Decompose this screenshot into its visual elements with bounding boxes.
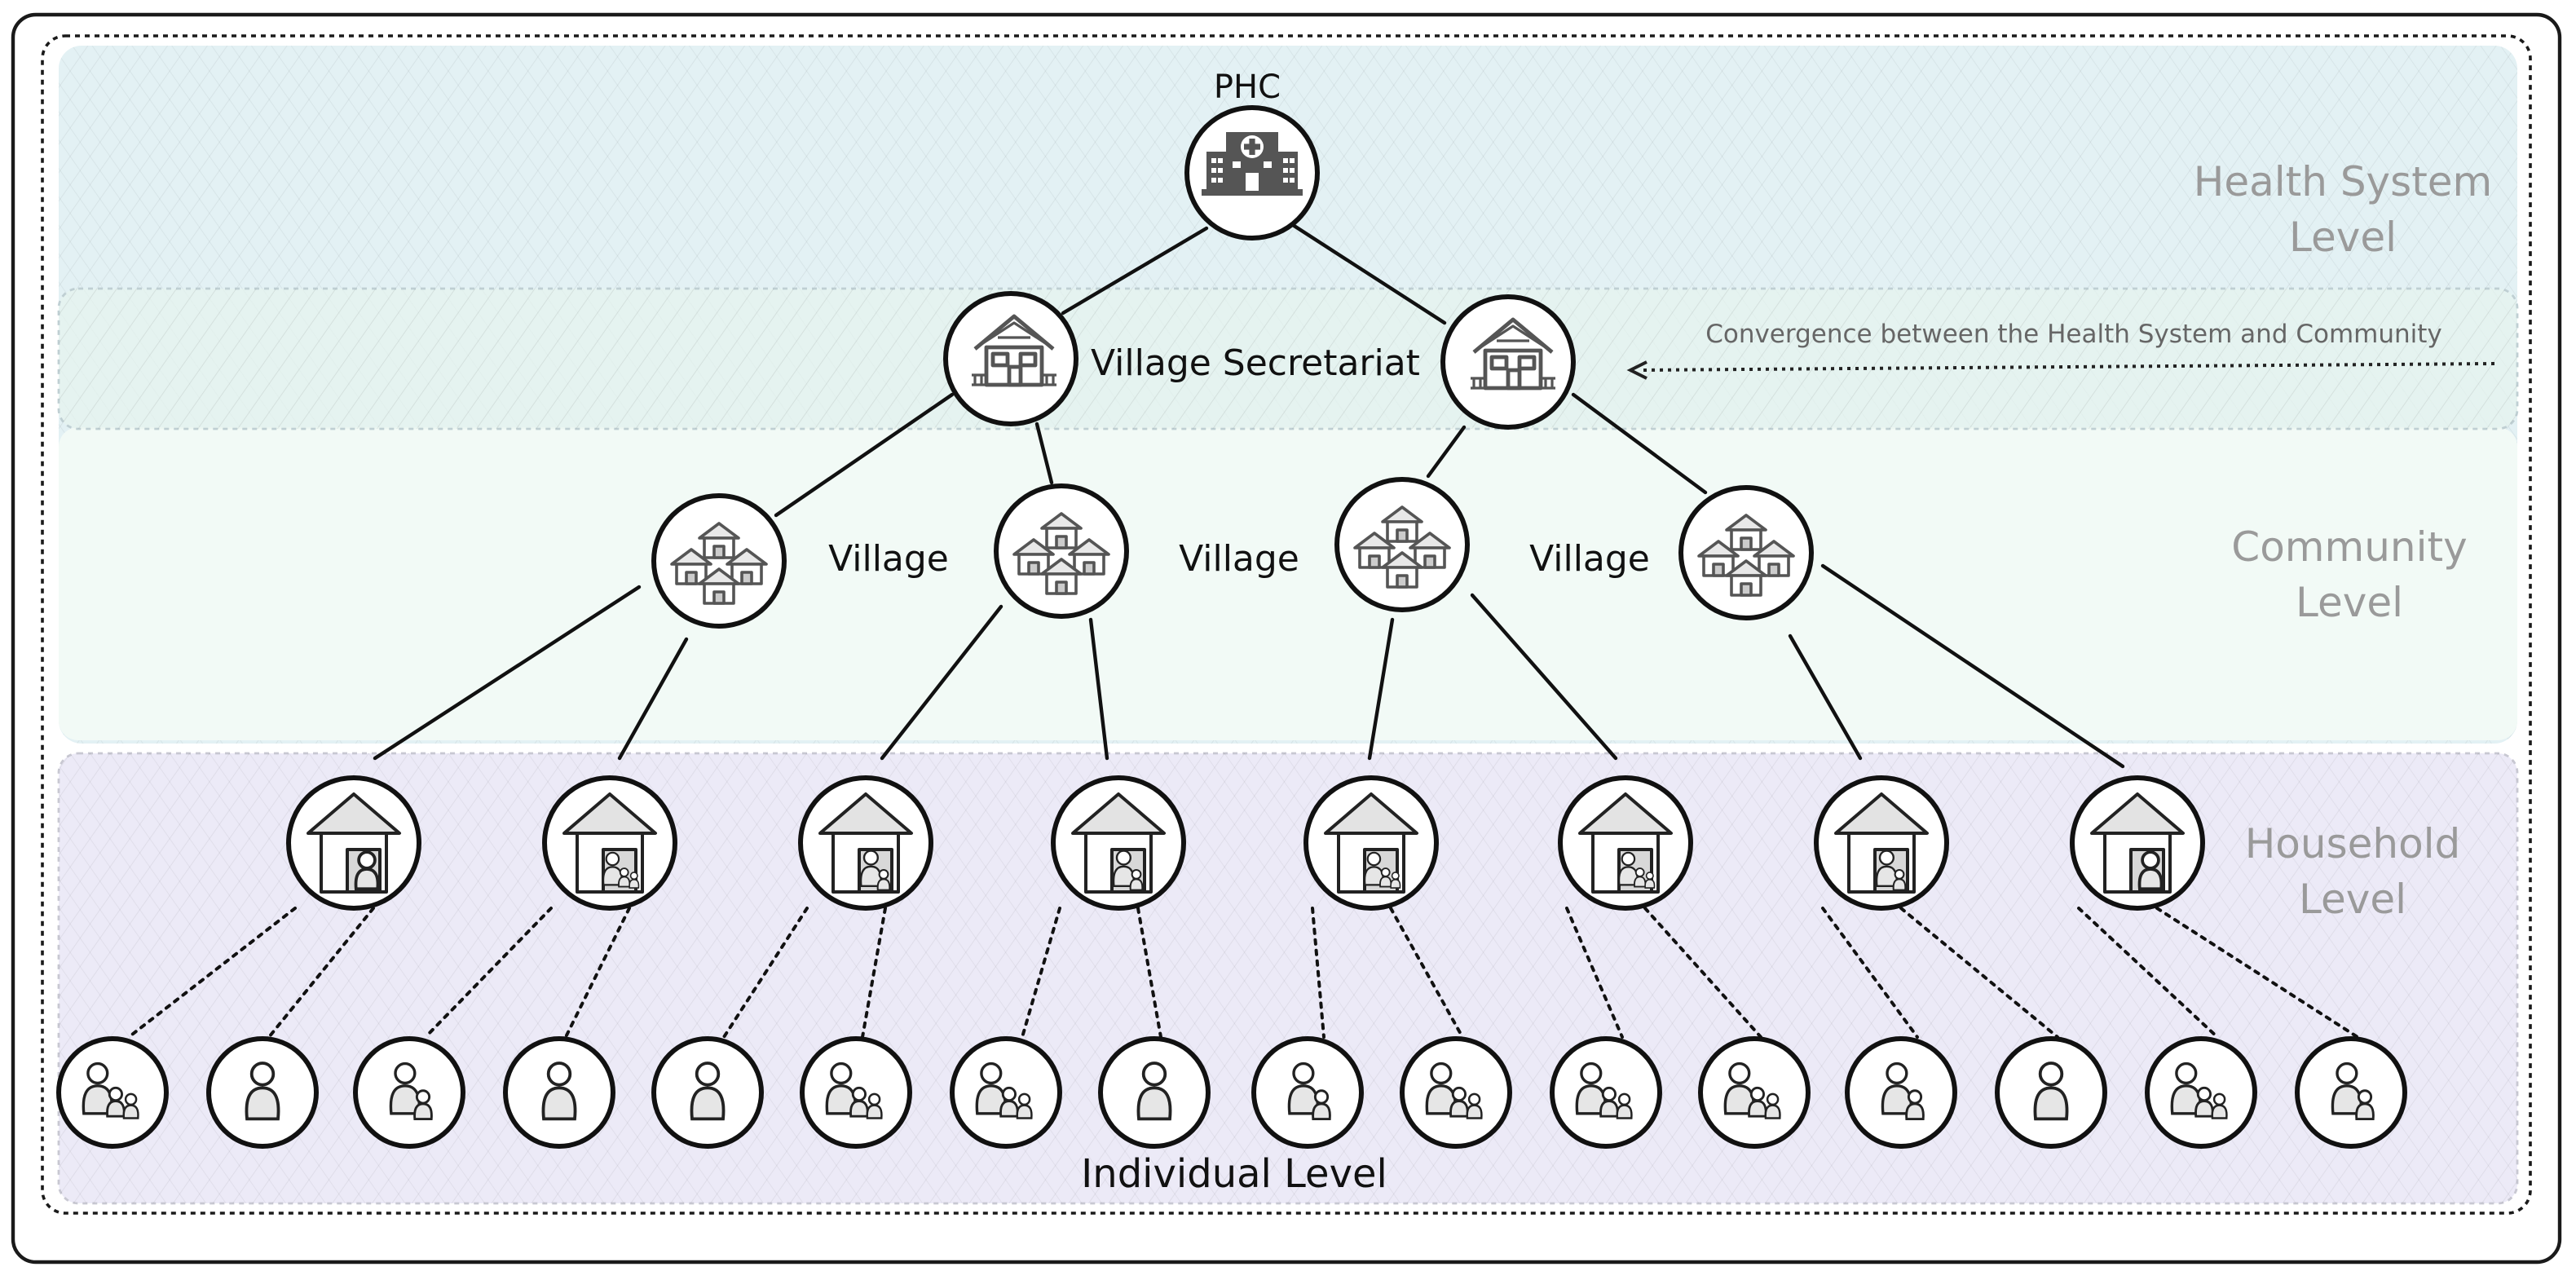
household-node bbox=[286, 775, 421, 911]
community-band bbox=[59, 427, 2517, 740]
phc-node: PHC bbox=[1184, 68, 1320, 241]
individual-node bbox=[503, 1036, 615, 1149]
village-label-1: Village bbox=[828, 538, 949, 580]
individual-nodes bbox=[56, 1036, 2407, 1149]
community-level-label: Community Level bbox=[2231, 523, 2467, 626]
level-label-line2: Level bbox=[2296, 579, 2403, 626]
secretariat-node-right bbox=[1440, 294, 1576, 430]
dotted-connector bbox=[722, 907, 809, 1039]
individual-node bbox=[56, 1036, 169, 1149]
convergence-label: Convergence between the Health System an… bbox=[1705, 320, 2442, 349]
individual-node bbox=[2145, 1036, 2257, 1149]
village-label-3: Village bbox=[1529, 538, 1650, 580]
household-nodes bbox=[286, 775, 2205, 911]
secretariat-node-left bbox=[943, 291, 1078, 426]
dotted-connector bbox=[1643, 907, 1762, 1039]
village-node-2 bbox=[994, 483, 1129, 619]
household-node bbox=[798, 775, 933, 911]
household-node bbox=[2070, 775, 2205, 911]
household-node bbox=[542, 775, 677, 911]
village-node-4 bbox=[1678, 485, 1814, 620]
individual-node bbox=[1698, 1036, 1811, 1149]
individual-node bbox=[800, 1036, 912, 1149]
individual-node bbox=[1550, 1036, 1662, 1149]
individual-level-label: Individual Level bbox=[1081, 1151, 1387, 1197]
dotted-connector bbox=[2077, 907, 2219, 1039]
convergence-arrow bbox=[1626, 360, 2495, 380]
individual-node bbox=[950, 1036, 1062, 1149]
dotted-connector bbox=[2155, 907, 2359, 1039]
dotted-connector bbox=[564, 907, 631, 1039]
dotted-connector bbox=[127, 907, 297, 1039]
dotted-connector bbox=[1311, 907, 1325, 1039]
hierarchy-connectors bbox=[373, 223, 2125, 769]
level-label-line1: Community bbox=[2231, 523, 2467, 571]
dotted-connector bbox=[1899, 907, 2059, 1039]
household-node bbox=[1303, 775, 1439, 911]
inner-dotted-frame bbox=[41, 34, 2532, 1215]
individual-node bbox=[1251, 1036, 1364, 1149]
village-node-3 bbox=[1334, 477, 1470, 612]
level-label-line2: Level bbox=[2289, 214, 2397, 261]
level-label-line2: Level bbox=[2299, 876, 2406, 923]
person-icon bbox=[2033, 1062, 2069, 1121]
individual-node bbox=[2295, 1036, 2407, 1149]
level-label-line1: Household bbox=[2245, 820, 2461, 867]
individual-node bbox=[1845, 1036, 1957, 1149]
household-node bbox=[1814, 775, 1949, 911]
dotted-connector bbox=[1565, 907, 1624, 1039]
village-node-1 bbox=[651, 493, 787, 629]
household-node bbox=[1051, 775, 1186, 911]
individual-node bbox=[1098, 1036, 1211, 1149]
phc-label: PHC bbox=[1214, 68, 1281, 106]
household-individual-connectors bbox=[127, 907, 2359, 1039]
dotted-connector bbox=[1136, 907, 1162, 1039]
health-system-level-label: Health System Level bbox=[2194, 158, 2493, 261]
village-label-2: Village bbox=[1179, 538, 1299, 580]
individual-node bbox=[1400, 1036, 1512, 1149]
household-node bbox=[1558, 775, 1693, 911]
person-icon bbox=[1136, 1062, 1172, 1121]
dotted-connector bbox=[267, 907, 375, 1039]
village-secretariat-label: Village Secretariat bbox=[1091, 342, 1420, 384]
person-icon bbox=[245, 1062, 280, 1121]
dotted-connector bbox=[1821, 907, 1919, 1039]
dotted-connector bbox=[1389, 907, 1464, 1039]
dotted-connector bbox=[1021, 907, 1061, 1039]
individual-node bbox=[651, 1036, 764, 1149]
dotted-connector bbox=[861, 907, 887, 1039]
individual-node bbox=[1995, 1036, 2107, 1149]
dotted-connector bbox=[424, 907, 553, 1039]
individual-node bbox=[206, 1036, 319, 1149]
person-icon bbox=[690, 1062, 726, 1121]
convergence-band bbox=[57, 287, 2519, 430]
level-label-line1: Health System bbox=[2194, 158, 2493, 205]
household-level-label: Household Level bbox=[2245, 820, 2461, 923]
outer-frame bbox=[11, 12, 2562, 1265]
person-icon bbox=[541, 1062, 577, 1121]
individual-node bbox=[353, 1036, 465, 1149]
